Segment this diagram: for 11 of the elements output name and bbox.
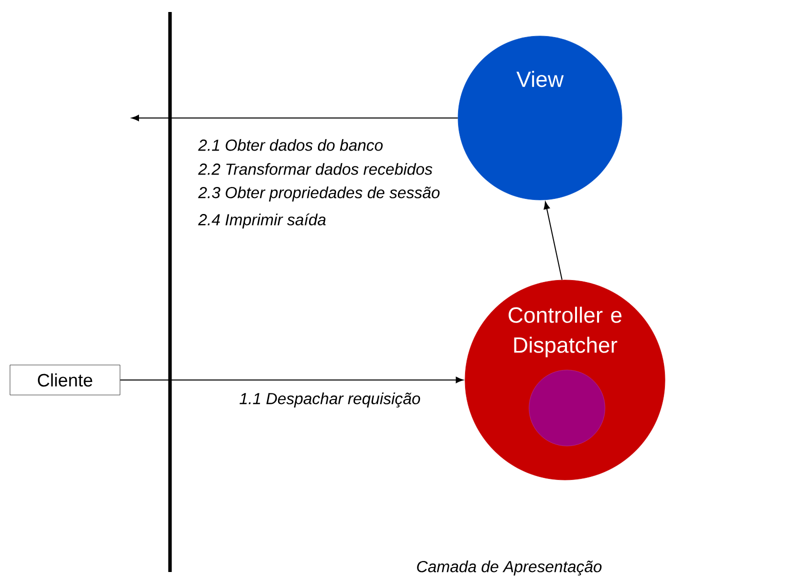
- arrow: [544, 202, 562, 280]
- step-label: 2.2 Transformar dados recebidos: [198, 163, 432, 175]
- edge-label: 1.1 Despachar requisição: [238, 392, 422, 408]
- step-label: 2.1 Obter dados do banco: [198, 139, 383, 151]
- actor-box: Cliente: [10, 364, 120, 396]
- arrow: [120, 376, 464, 384]
- arrow: [132, 114, 458, 122]
- layer-caption: Camada de Apresentação: [417, 560, 602, 576]
- circle: [528, 370, 606, 446]
- step-label: 2.3 Obter propriedades de sessão: [198, 186, 440, 202]
- step-label: 2.4 Imprimir saída: [198, 213, 326, 229]
